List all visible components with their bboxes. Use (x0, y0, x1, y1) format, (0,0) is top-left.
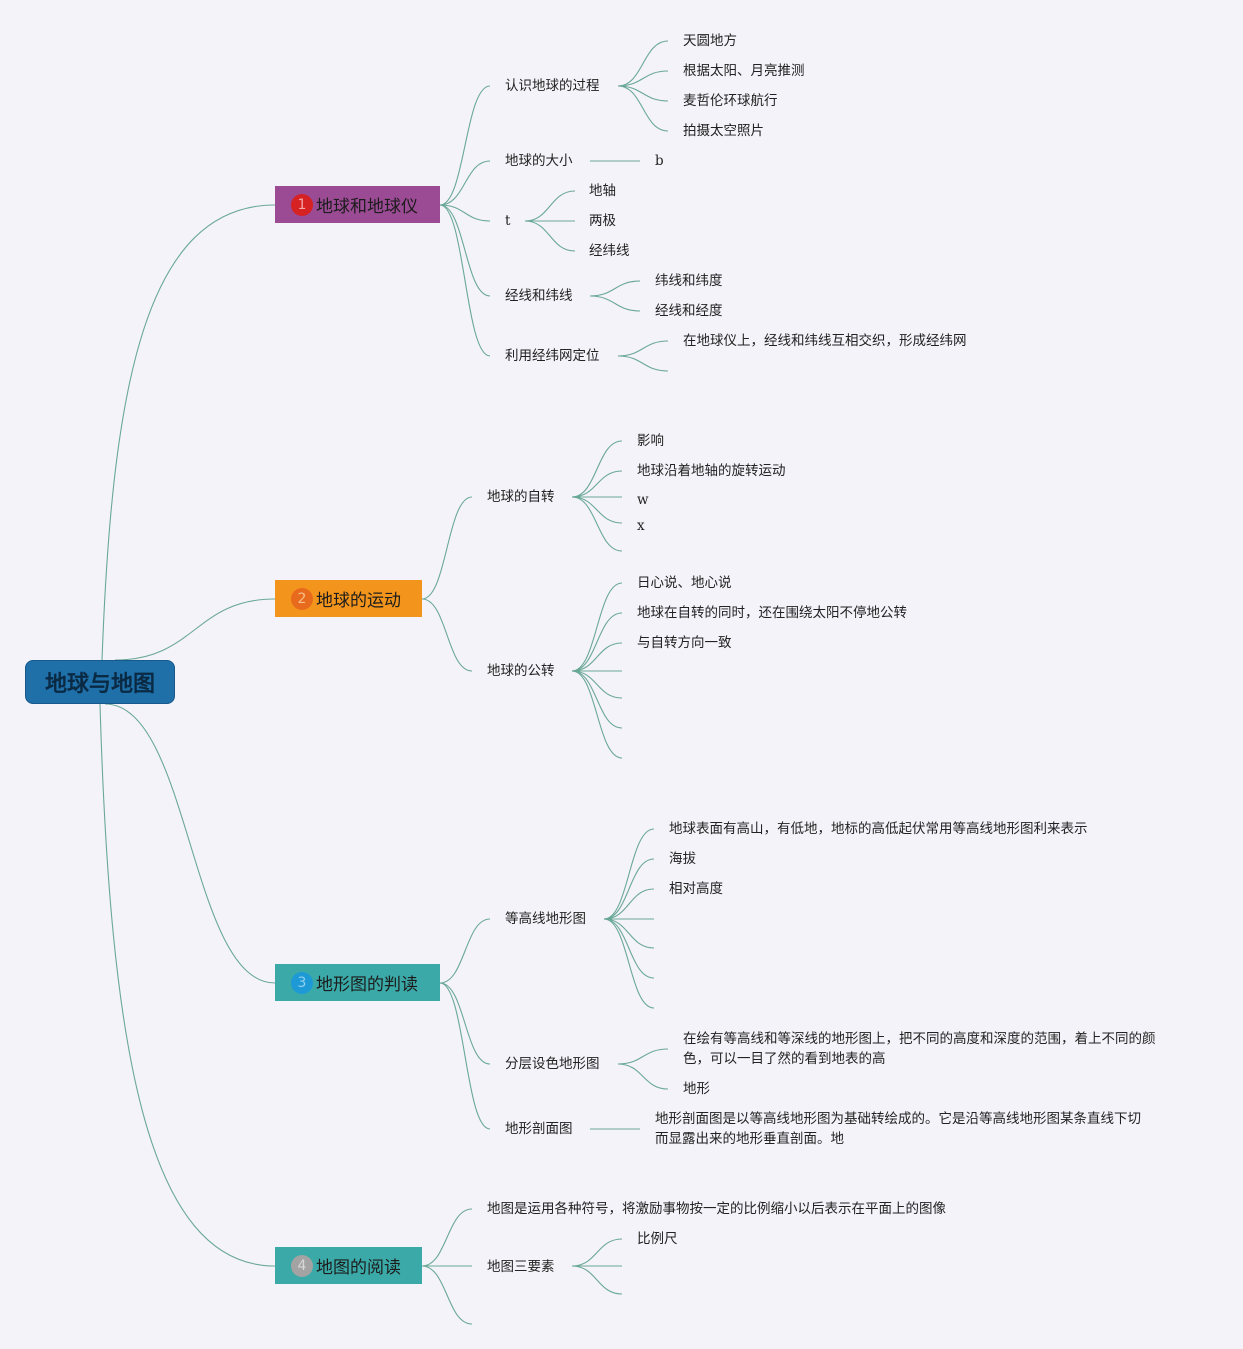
topic-profile-map[interactable]: 地形剖面图 (505, 1121, 573, 1137)
leaf-link (603, 828, 655, 920)
leaf-link (617, 40, 669, 87)
branch-link (421, 1265, 473, 1325)
branch-2-node[interactable]: 2 地球的运动 (275, 580, 422, 617)
item-sun-moon[interactable]: 根据太阳、月亮推测 (683, 63, 805, 79)
item-space-photo[interactable]: 拍摄太空照片 (683, 123, 764, 139)
item-x[interactable]: x (637, 518, 645, 534)
item-rotation-def[interactable]: 地球沿着地轴的旋转运动 (637, 463, 786, 479)
leaf-link (571, 496, 623, 552)
branch-2-badge: 2 (291, 587, 313, 610)
leaf-link (571, 496, 623, 524)
branch-link (439, 982, 491, 1130)
root-branch-link (104, 703, 276, 984)
branch-link (439, 160, 491, 206)
leaf-link (571, 582, 623, 672)
topic-revolution[interactable]: 地球的公转 (487, 663, 555, 679)
item-heliocentric[interactable]: 日心说、地心说 (637, 575, 732, 591)
item-layered-desc[interactable]: 在绘有等高线和等深线的地形图上，把不同的高度和深度的范围，着上不同的颜色，可以一… (683, 1031, 1156, 1067)
branch-link (439, 204, 491, 357)
root-branch-link (101, 204, 276, 661)
leaf-link (571, 670, 623, 729)
item-poles[interactable]: 两极 (589, 213, 616, 229)
item-profile-desc[interactable]: 地形剖面图是以等高线地形图为基础转绘成的。它是沿等高线地形图某条直线下切而显露出… (655, 1111, 1141, 1147)
topic-map-definition[interactable]: 地图是运用各种符号，将激励事物按一定的比例缩小以后表示在平面上的图像 (487, 1201, 946, 1217)
root-branch-link (114, 598, 276, 661)
root-branch-link (99, 703, 276, 1267)
topic-t[interactable]: t (505, 213, 511, 229)
leaf-link (524, 190, 576, 222)
branch-4-badge: 4 (291, 1254, 313, 1277)
item-axis[interactable]: 地轴 (589, 183, 616, 199)
item-tian-yuan-di-fang[interactable]: 天圆地方 (683, 33, 737, 49)
leaf-link (617, 1048, 669, 1065)
leaf-link (603, 858, 655, 920)
leaf-link (617, 355, 669, 372)
topic-map-elements[interactable]: 地图三要素 (487, 1259, 555, 1275)
item-grid-desc[interactable]: 在地球仪上，经线和纬线互相交织，形成经纬网 (683, 333, 967, 349)
branch-link (421, 598, 473, 672)
branch-1-node[interactable]: 1 地球和地球仪 (275, 186, 440, 223)
leaf-link (571, 1238, 623, 1267)
branch-3-node[interactable]: 3 地形图的判读 (275, 964, 440, 1001)
leaf-link (571, 470, 623, 498)
leaf-link (603, 918, 655, 1009)
topic-contour-map[interactable]: 等高线地形图 (505, 911, 586, 927)
topic-earth-recognition[interactable]: 认识地球的过程 (505, 78, 600, 94)
item-landform[interactable]: 地形 (683, 1081, 710, 1097)
topic-lat-long[interactable]: 经线和纬线 (505, 288, 573, 304)
branch-1-badge: 1 (291, 193, 313, 216)
item-scale[interactable]: 比例尺 (637, 1231, 678, 1247)
leaf-link (589, 280, 641, 297)
topic-layered-map[interactable]: 分层设色地形图 (505, 1056, 600, 1072)
root-node[interactable]: 地球与地图 (25, 660, 175, 704)
leaf-link (571, 612, 623, 672)
leaf-link (617, 340, 669, 357)
leaf-link (571, 1265, 623, 1295)
leaf-link (589, 295, 641, 312)
item-latitude[interactable]: 纬线和纬度 (655, 273, 723, 289)
leaf-link (571, 440, 623, 498)
topic-grid-location[interactable]: 利用经纬网定位 (505, 348, 600, 364)
topic-rotation[interactable]: 地球的自转 (487, 489, 555, 505)
leaf-link (603, 918, 655, 979)
branch-4-label: 地图的阅读 (316, 1258, 401, 1278)
item-magellan[interactable]: 麦哲伦环球航行 (683, 93, 778, 109)
branch-link (439, 918, 491, 984)
leaf-link (571, 670, 623, 759)
branch-link (421, 1208, 473, 1267)
branch-2-label: 地球的运动 (316, 591, 401, 611)
item-altitude[interactable]: 海拔 (669, 851, 696, 867)
item-revolution-def[interactable]: 地球在自转的同时，还在围绕太阳不停地公转 (637, 605, 907, 621)
item-same-direction[interactable]: 与自转方向一致 (637, 635, 732, 651)
leaf-link (603, 918, 655, 949)
item-influence[interactable]: 影响 (637, 433, 664, 449)
leaf-link (603, 888, 655, 920)
leaf-link (617, 85, 669, 102)
item-longitude[interactable]: 经线和经度 (655, 303, 723, 319)
item-contour-desc[interactable]: 地球表面有高山，有低地，地标的高低起伏常用等高线地形图利来表示 (669, 821, 1088, 837)
branch-link (439, 982, 491, 1065)
branch-link (439, 204, 491, 222)
branch-4-node[interactable]: 4 地图的阅读 (275, 1247, 422, 1284)
branch-3-badge: 3 (291, 971, 313, 994)
leaf-link (617, 1063, 669, 1090)
leaf-link (571, 642, 623, 672)
branch-link (439, 85, 491, 206)
item-relative-height[interactable]: 相对高度 (669, 881, 723, 897)
item-b[interactable]: b (655, 153, 664, 169)
branch-3-label: 地形图的判读 (316, 975, 418, 995)
item-graticule[interactable]: 经纬线 (589, 243, 630, 259)
leaf-link (617, 70, 669, 87)
item-w[interactable]: w (637, 492, 649, 508)
branch-link (421, 496, 473, 600)
branch-link (439, 204, 491, 297)
leaf-link (524, 220, 576, 252)
root-label: 地球与地图 (44, 672, 155, 697)
leaf-link (571, 670, 623, 699)
leaf-link (617, 85, 669, 132)
branch-1-label: 地球和地球仪 (316, 197, 418, 217)
topic-earth-size[interactable]: 地球的大小 (505, 153, 573, 169)
